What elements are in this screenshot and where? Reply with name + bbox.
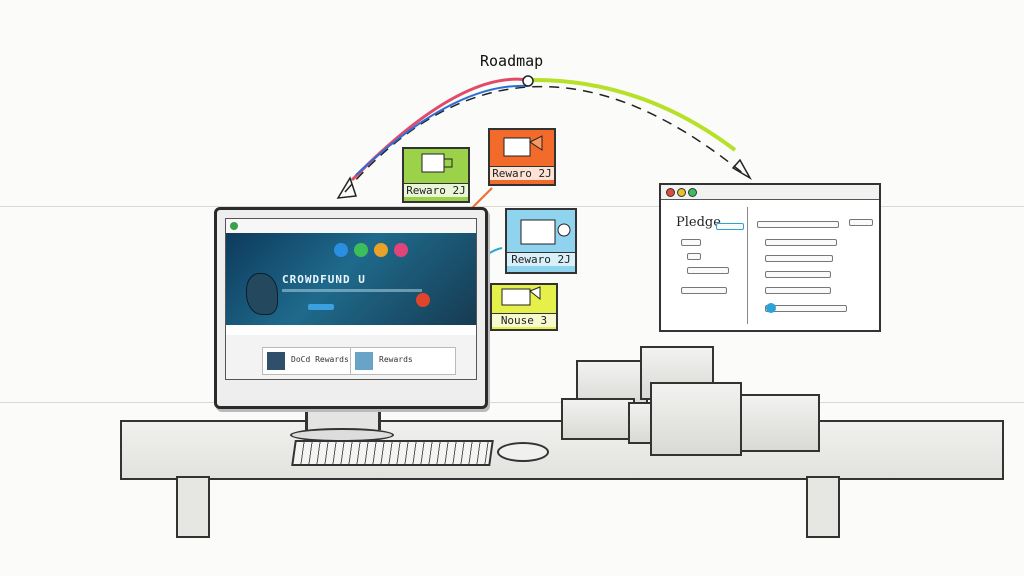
- text-input[interactable]: [765, 255, 833, 262]
- mouse: [497, 442, 549, 462]
- reward-note-label: Rewaro 2J: [404, 183, 468, 197]
- arrow-right-icon: [731, 158, 752, 181]
- pledge-tag: [716, 223, 744, 230]
- creature-illustration: [246, 273, 278, 315]
- monitor-screen: CROWDFUND U DoCd Rewards Rewards: [225, 218, 477, 380]
- site-logo-icon: [230, 222, 238, 230]
- package-box: [561, 398, 635, 440]
- package-box: [740, 394, 820, 452]
- option-checkbox[interactable]: [681, 239, 701, 246]
- pledge-title: Pledge: [676, 215, 721, 230]
- reward-note-orange: Rewaro 2J: [488, 128, 556, 186]
- option-field[interactable]: [681, 287, 727, 294]
- category-icon: [394, 243, 408, 257]
- minimize-dot-icon[interactable]: [677, 188, 686, 197]
- text-input[interactable]: [757, 221, 839, 228]
- keyboard: [291, 440, 494, 466]
- divider: [747, 207, 748, 324]
- reward-note-label: Rewaro 2J: [490, 166, 554, 180]
- roadmap-node-icon: [522, 75, 534, 87]
- reward-note-label: Rewaro 2J: [507, 252, 575, 266]
- arc-left-blue: [355, 84, 529, 176]
- reward-card[interactable]: DoCd Rewards: [262, 347, 364, 375]
- hero-badge-icon: [416, 293, 430, 307]
- wall-line: [0, 206, 1024, 207]
- option-checkbox[interactable]: [687, 253, 701, 260]
- pledge-window: Pledge: [659, 183, 881, 332]
- reward-note-yellow: Nouse 3: [490, 283, 558, 331]
- option-field[interactable]: [687, 267, 729, 274]
- hero-banner: CROWDFUND U: [226, 233, 476, 325]
- maximize-dot-icon[interactable]: [688, 188, 697, 197]
- desk-leg: [806, 476, 840, 538]
- hero-title: CROWDFUND U: [282, 273, 366, 286]
- close-dot-icon[interactable]: [666, 188, 675, 197]
- roadmap-label: Roadmap: [480, 52, 544, 70]
- reward-note-blue: Rewaro 2J: [505, 208, 577, 274]
- category-icon: [374, 243, 388, 257]
- select-input[interactable]: [765, 305, 847, 312]
- reward-note-green: Rewaro 2J: [402, 147, 470, 203]
- site-header: [226, 219, 476, 234]
- card-thumbnail: [267, 352, 285, 370]
- desk-leg: [176, 476, 210, 538]
- check-icon: [766, 303, 776, 313]
- hero-subtitle: [282, 289, 422, 292]
- reward-note-label: Nouse 3: [492, 313, 556, 327]
- monitor: CROWDFUND U DoCd Rewards Rewards: [214, 207, 488, 409]
- arrow-left-icon: [336, 176, 358, 199]
- text-input[interactable]: [765, 271, 831, 278]
- text-input[interactable]: [765, 239, 837, 246]
- card-title: DoCd Rewards: [291, 355, 349, 364]
- text-input[interactable]: [765, 287, 831, 294]
- hero-cta-button[interactable]: [308, 304, 334, 310]
- browser-titlebar: [661, 185, 879, 200]
- category-icon: [334, 243, 348, 257]
- package-box: [650, 382, 742, 456]
- pledge-button[interactable]: [849, 219, 873, 226]
- card-title: Rewards: [379, 355, 413, 364]
- arc-right-segment: [527, 77, 737, 152]
- card-thumbnail: [355, 352, 373, 370]
- wall-line: [0, 402, 1024, 403]
- reward-cards: DoCd Rewards Rewards: [226, 335, 476, 379]
- reward-card[interactable]: Rewards: [350, 347, 456, 375]
- category-icon: [354, 243, 368, 257]
